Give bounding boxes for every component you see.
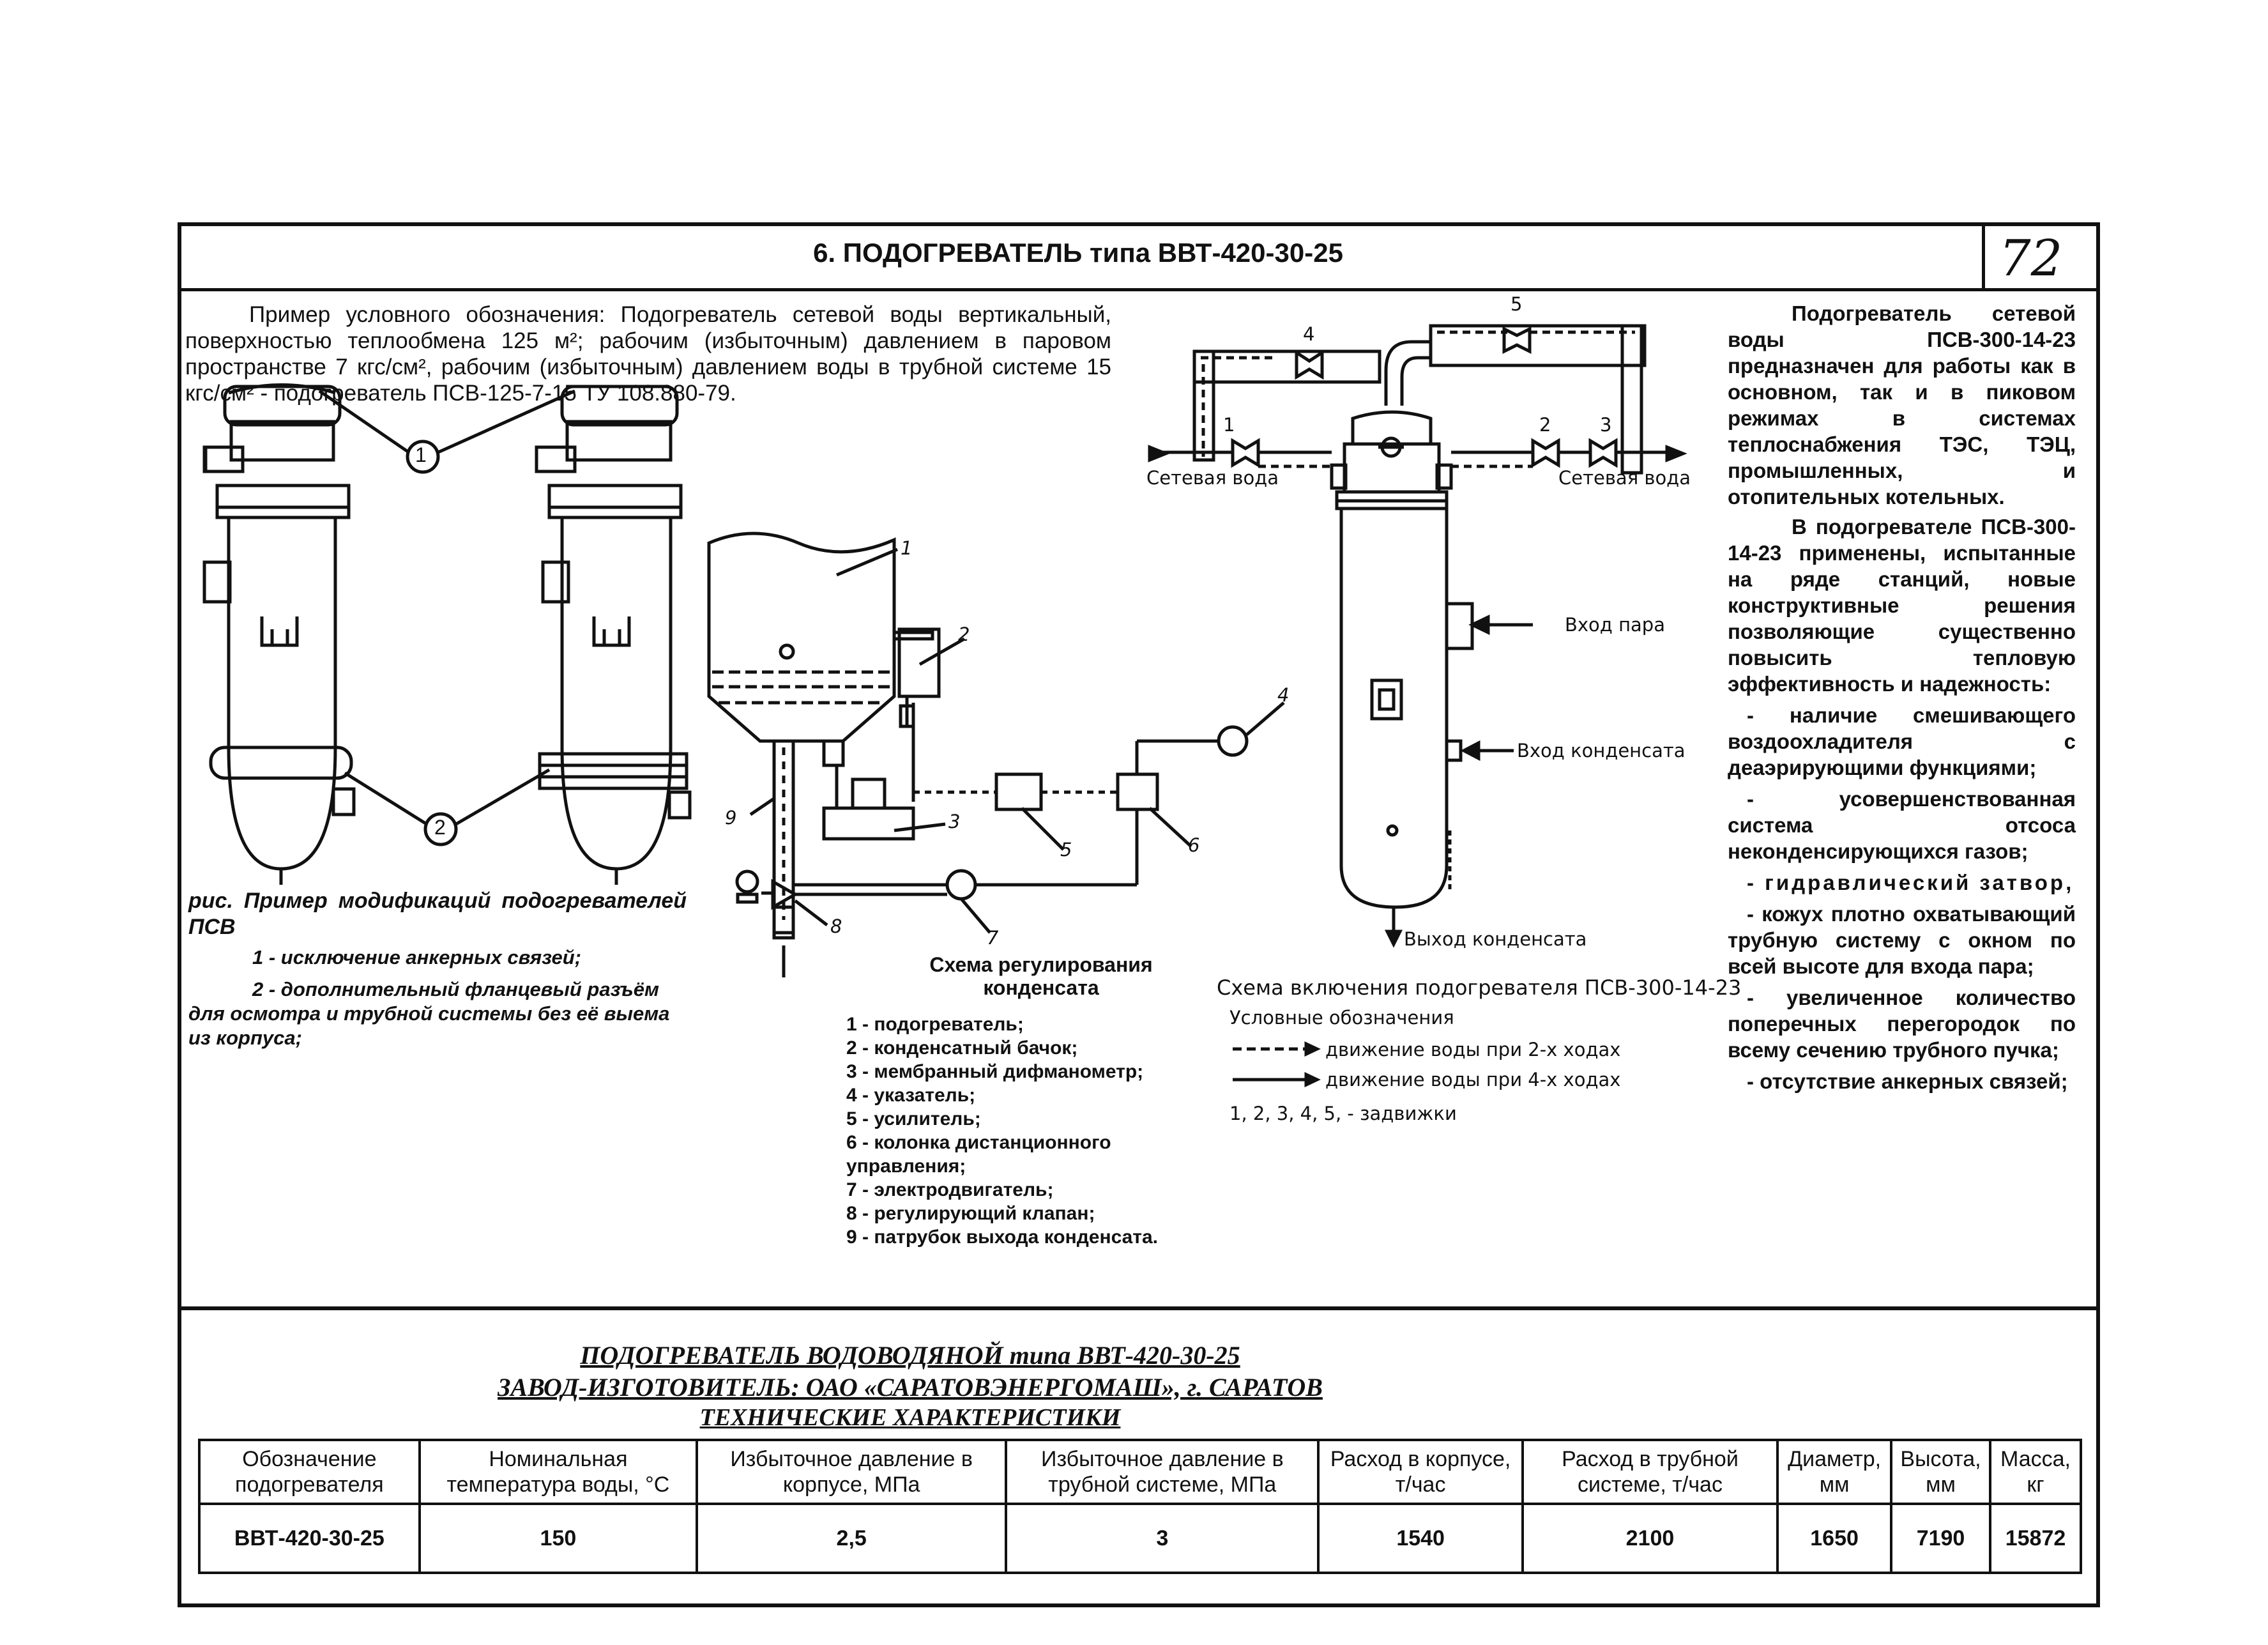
table-cell: 1540 xyxy=(1317,1503,1524,1574)
legend-valves-text: 1, 2, 3, 4, 5, - задвижки xyxy=(1229,1103,1457,1124)
control-legend-item: 3 - мембранный дифманометр; xyxy=(846,1061,1144,1082)
heater-drawing-right xyxy=(535,385,692,885)
callout-label-1: 1 xyxy=(415,443,427,466)
control-label-4: 4 xyxy=(1277,684,1290,706)
valve-label-4: 4 xyxy=(1303,323,1315,345)
table-cell: 3 xyxy=(1005,1503,1320,1574)
manufacturer-line: ЗАВОД-ИЗГОТОВИТЕЛЬ: ОАО «САРАТОВЭНЕРГОМА… xyxy=(498,1373,1323,1402)
control-legend: 1 - подогреватель; 2 - конденсатный бачо… xyxy=(846,1013,1191,1249)
control-label-2: 2 xyxy=(958,624,970,645)
specs-title: ТЕХНИЧЕСКИЕ ХАРАКТЕРИСТИКИ xyxy=(699,1404,1121,1431)
table-cell: 150 xyxy=(418,1503,699,1574)
control-label-7: 7 xyxy=(987,927,999,949)
right-list-item: - наличие смешивающего воздоохладителя с… xyxy=(1728,703,2076,779)
control-legend-item: 5 - усилитель; xyxy=(846,1108,981,1129)
control-label-3: 3 xyxy=(948,811,961,832)
page-title: 6. ПОДОГРЕВАТЕЛЬ типа ВВТ-420-30-25 xyxy=(813,238,1343,268)
table-header: Номинальная температура воды, °С xyxy=(418,1439,699,1505)
control-legend-item: 2 - конденсатный бачок; xyxy=(846,1037,1078,1059)
valve-label-5: 5 xyxy=(1511,293,1523,315)
table-cell: 7190 xyxy=(1890,1503,1991,1574)
table-cell: 2100 xyxy=(1521,1503,1779,1574)
table-header: Избыточное давление в трубной системе, М… xyxy=(1005,1439,1320,1505)
figure-note-1: 1 - исключение анкерных связей; xyxy=(252,946,582,968)
table-header: Высота, мм xyxy=(1890,1439,1991,1505)
table-row: ВВТ-420-30-25 150 2,5 3 1540 2100 1650 7… xyxy=(198,1503,2082,1574)
right-list-item: - усовершенствованная система отсоса нек… xyxy=(1728,787,2076,863)
control-legend-item: 7 - электродвигатель; xyxy=(846,1179,1054,1200)
right-paragraph-1: Подогреватель сетевой воды ПСВ-300-14-23… xyxy=(1728,302,2076,509)
valve-label-3: 3 xyxy=(1600,414,1612,436)
steam-inlet-label: Вход пара xyxy=(1565,614,1665,636)
table-cell: 2,5 xyxy=(696,1503,1008,1574)
section-divider xyxy=(178,1306,2100,1310)
control-legend-item: 6 - колонка дистанционного управления; xyxy=(846,1132,1111,1177)
connection-scheme xyxy=(1148,324,1687,1087)
intro-paragraph: Пример условного обозначения: Подогреват… xyxy=(185,302,1111,406)
table-header: Обозначение подогревателя xyxy=(198,1439,421,1505)
page-frame xyxy=(178,222,2100,1607)
table-cell: 1650 xyxy=(1776,1503,1893,1574)
valve-label-2: 2 xyxy=(1539,414,1551,436)
figure-note-2: 2 - дополнительный фланцевый разъём для … xyxy=(188,978,670,1049)
specs-table: Обозначение подогревателя Номинальная те… xyxy=(198,1439,2082,1574)
network-water-left-label: Сетевая вода xyxy=(1146,467,1279,489)
bottom-title: ПОДОГРЕВАТЕЛЬ ВОДОВОДЯНОЙ типа ВВТ-420-3… xyxy=(580,1341,1240,1370)
control-legend-item: 9 - патрубок выхода конденсата. xyxy=(846,1227,1159,1248)
connection-legend-title: Условные обозначения xyxy=(1229,1007,1454,1029)
condensate-outlet-label: Выход конденсата xyxy=(1404,928,1587,950)
right-list-item: - кожух плотно охватывающий трубную сист… xyxy=(1728,902,2076,978)
callout-circle-2 xyxy=(423,812,458,846)
table-header: Диаметр, мм xyxy=(1776,1439,1893,1505)
table-header: Избыточное давление в корпусе, МПа xyxy=(696,1439,1008,1505)
control-label-5: 5 xyxy=(1060,839,1072,861)
title-row xyxy=(178,222,2100,291)
condensate-inlet-label: Вход конденсата xyxy=(1517,740,1686,761)
right-paragraph-2: В подогревателе ПСВ-300-14-23 применены,… xyxy=(1728,515,2076,696)
callout-label-2: 2 xyxy=(434,816,446,839)
control-scheme xyxy=(707,532,1285,977)
network-water-right-label: Сетевая вода xyxy=(1558,467,1691,489)
legend-dashed-text: движение воды при 2-х ходах xyxy=(1325,1039,1621,1060)
control-legend-item: 8 - регулирующий клапан; xyxy=(846,1203,1095,1224)
control-scheme-title: Схема регулирования конденсата xyxy=(929,953,1153,999)
right-column: Подогреватель сетевой воды ПСВ-300-14-23… xyxy=(1728,300,2076,1094)
valve-label-1: 1 xyxy=(1223,414,1235,436)
legend-solid-text: движение воды при 4-х ходах xyxy=(1325,1069,1621,1090)
control-label-8: 8 xyxy=(830,915,842,937)
table-header-row: Обозначение подогревателя Номинальная те… xyxy=(198,1439,2082,1505)
figure-caption: рис. Пример модификаций подогревателей П… xyxy=(188,889,687,939)
page-number-divider xyxy=(1982,222,1985,291)
page-number: 72 xyxy=(1999,230,2063,287)
control-label-1: 1 xyxy=(901,537,913,559)
table-header: Расход в корпусе, т/час xyxy=(1317,1439,1524,1505)
callout-circle-1 xyxy=(406,440,440,474)
control-legend-item: 4 - указатель; xyxy=(846,1085,976,1106)
connection-scheme-title: Схема включения подогревателя ПСВ-300-14… xyxy=(1217,976,1742,1000)
right-list-item: - гидравлический затвор, xyxy=(1747,871,2074,894)
table-header: Масса, кг xyxy=(1989,1439,2082,1505)
control-legend-item: 1 - подогреватель; xyxy=(846,1014,1024,1035)
control-label-9: 9 xyxy=(725,807,737,829)
table-cell: ВВТ-420-30-25 xyxy=(198,1503,421,1574)
table-cell: 15872 xyxy=(1989,1503,2082,1574)
control-label-6: 6 xyxy=(1188,834,1200,856)
heater-drawing-left xyxy=(202,383,356,885)
right-list-item: - отсутствие анкерных связей; xyxy=(1747,1069,2068,1093)
right-list-item: - увеличенное количество поперечных пере… xyxy=(1728,986,2076,1062)
table-header: Расход в трубной системе, т/час xyxy=(1521,1439,1779,1505)
